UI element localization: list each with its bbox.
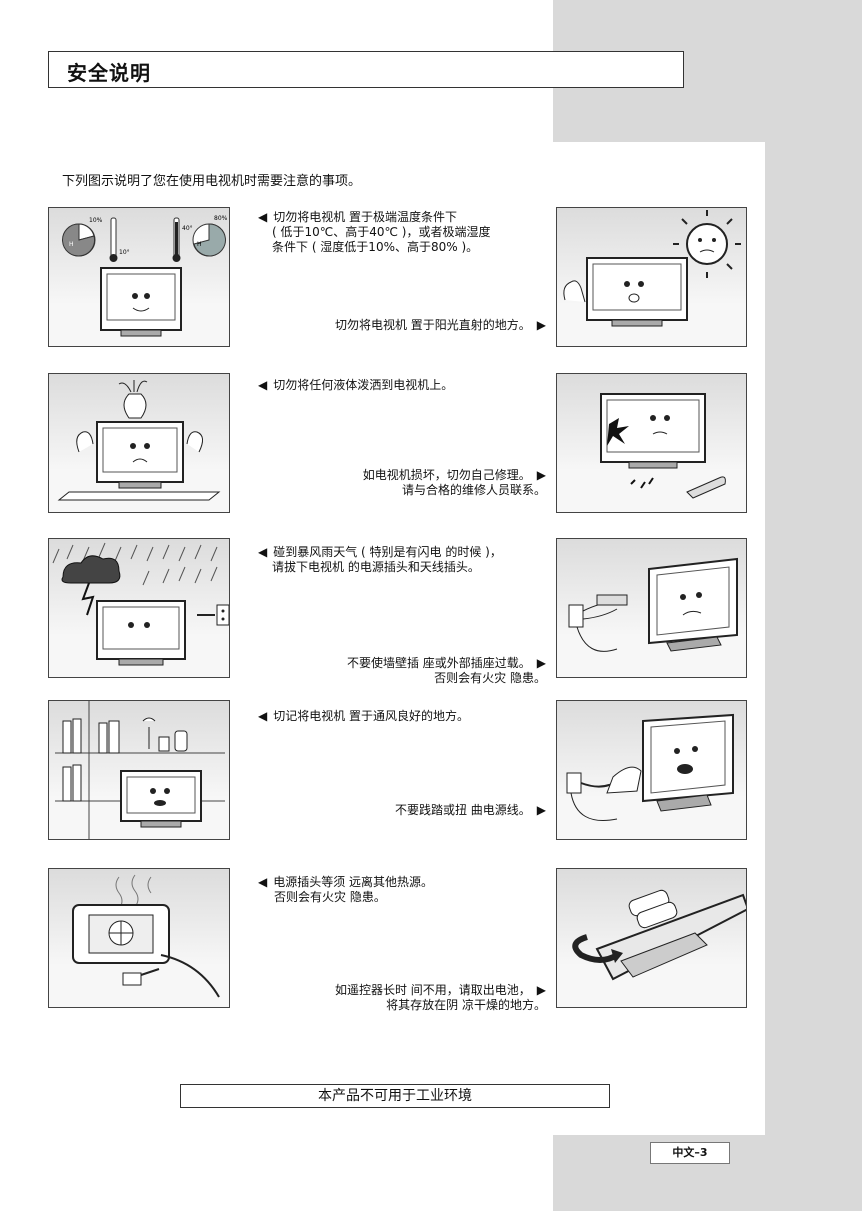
page-title: 安全说明 (67, 61, 151, 85)
illustration-storm (48, 538, 230, 678)
decorative-gray-margin (765, 0, 862, 1211)
humidity-gauge-icon (62, 223, 96, 257)
svg-text:H: H (69, 241, 74, 248)
illustration-power-cord (556, 700, 747, 840)
tv-illustration-icon (100, 267, 182, 337)
sun-icon (673, 210, 741, 278)
svg-text:H: H (197, 241, 202, 248)
heater-icon (72, 904, 170, 964)
remote-control-icon (595, 893, 746, 981)
illustration-repair (556, 373, 747, 513)
illustration-remote-battery (556, 868, 747, 1008)
svg-text:40°: 40° (182, 225, 193, 232)
industrial-use-notice: 本产品不可用于工业环境 (180, 1084, 610, 1108)
svg-text:80%: 80% (214, 215, 228, 222)
power-outlet-icon (216, 604, 229, 626)
illustration-overload (556, 538, 747, 678)
page-number: 中文–3 (650, 1142, 730, 1164)
caution-text-sunlight: 切勿将电视机 置于阳光直射的地方。▶ (334, 318, 546, 332)
battery-icon (628, 889, 678, 929)
intro-text: 下列图示说明了您在使用电视机时需要注意的事项。 (62, 174, 362, 189)
svg-text:10°: 10° (119, 249, 130, 256)
illustration-sunlight (556, 207, 747, 347)
caution-text-ventilation: ◀切记将电视机 置于通风良好的地方。 (258, 709, 470, 723)
thermometer-icon (109, 217, 118, 262)
caution-text-heat: ◀电源插头等须 远离其他热源。 否则会有火灾 隐患。 (258, 875, 434, 904)
illustration-ventilation (48, 700, 230, 840)
hand-icon (563, 280, 586, 303)
vase-icon (118, 380, 148, 419)
wrench-icon (686, 476, 726, 499)
caution-text-power-cord: 不要践踏或扭 曲电源线。▶ (394, 803, 546, 817)
caution-text-remote-battery: 如遥控器长时 间不用，请取出电池，▶ 将其存放在阴 凉干燥的地方。 (334, 983, 546, 1012)
caution-text-liquid: ◀切勿将任何液体泼洒到电视机上。 (258, 378, 454, 392)
storm-cloud-icon (61, 555, 121, 584)
lightning-icon (81, 582, 95, 616)
caution-text-overload: 不要使墙壁插 座或外部插座过载。▶ 否则会有火灾 隐患。 (346, 656, 546, 685)
caution-text-storm: ◀碰到暴风雨天气 ( 特别是有闪电 的时候 )， 请拔下电视机 的电源插头和天线… (258, 545, 502, 574)
illustration-liquid-spill (48, 373, 230, 513)
illustration-heat-source (48, 868, 230, 1008)
caution-text-temperature: ◀切勿将电视机 置于极端温度条件下 ( 低于10℃、高于40℃ )，或者极端湿度… (258, 210, 491, 254)
illustration-temperature-humidity: 10% H 10° 40° 80% H (48, 207, 230, 347)
page-title-box: 安全说明 (48, 51, 684, 88)
caution-text-repair: 如电视机损坏，切勿自己修理。▶ 请与合格的维修人员联系。 (362, 468, 546, 497)
gauge-left-label: 10% (89, 217, 103, 224)
